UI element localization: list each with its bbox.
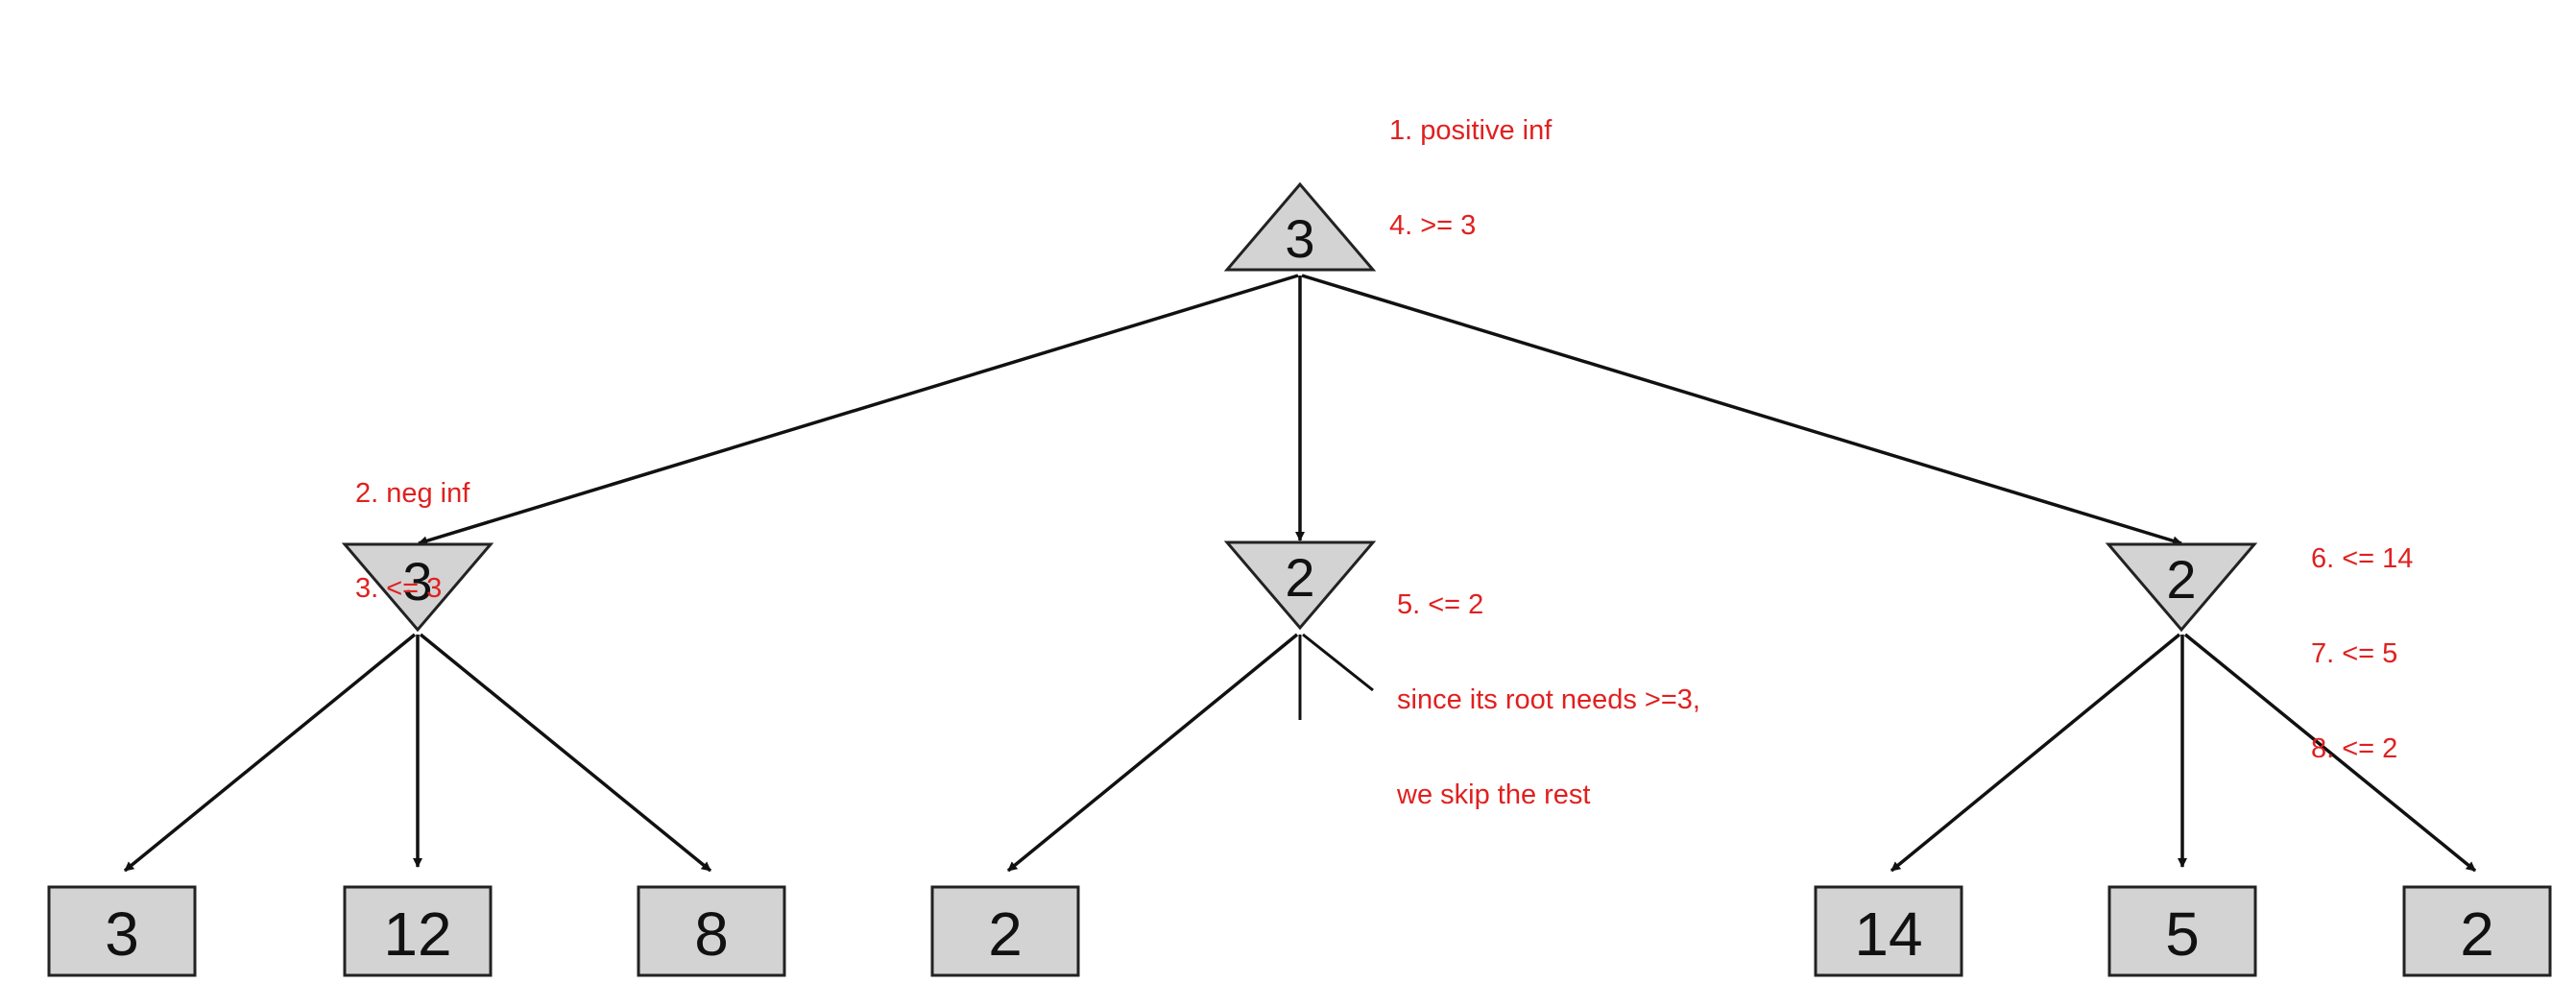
leaf-node: 2 — [2402, 885, 2552, 977]
annotation-line: 8. <= 2 — [2311, 733, 2398, 764]
edge-min-left-to-leaf-3 — [419, 633, 712, 873]
leaf-value: 14 — [1854, 899, 1922, 969]
leaf-box — [2107, 885, 2257, 977]
min-node-left: 3 — [341, 542, 494, 633]
leaf-node: 12 — [343, 885, 493, 977]
leaf-box — [1814, 885, 1963, 977]
min-node-value: 3 — [402, 551, 432, 611]
root-value: 3 — [1285, 208, 1314, 269]
annotation-line: 3. <= 3 — [355, 573, 443, 604]
annotation-line: 2. neg inf — [355, 478, 470, 509]
annotation-root: 1. positive inf 4. >= 3 — [1389, 52, 1552, 274]
leaf-node: 2 — [930, 885, 1080, 977]
min-node-value: 2 — [2166, 549, 2196, 610]
leaf-box — [343, 885, 493, 977]
root-max-node: 3 — [1223, 181, 1377, 272]
annotation-middle: 5. <= 2 since its root needs >=3, we ski… — [1397, 526, 1700, 843]
annotation-line: since its root needs >=3, — [1397, 684, 1700, 715]
annotation-right: 6. <= 14 7. <= 5 8. <= 2 — [2311, 480, 2413, 797]
edges — [123, 274, 2477, 873]
edge-min-middle-to-leaf-4 — [1006, 633, 1299, 873]
annotation-line: 6. <= 14 — [2311, 543, 2414, 574]
leaf-value: 3 — [105, 899, 139, 969]
leaf-node: 8 — [637, 885, 786, 977]
min-triangle-icon — [341, 542, 494, 633]
leaf-value: 2 — [2460, 899, 2494, 969]
edge-min-left-to-leaf-1 — [123, 633, 417, 873]
edge-root-to-min-right — [1301, 274, 2182, 546]
leaf-nodes: 3 12 8 2 14 5 2 — [47, 885, 2552, 977]
annotation-line: we skip the rest — [1397, 779, 1591, 810]
annotation-line: 7. <= 5 — [2311, 638, 2398, 669]
edge-min-right-to-leaf-5 — [1890, 633, 2181, 873]
leaf-value: 5 — [2165, 899, 2200, 969]
leaf-node: 3 — [47, 885, 197, 977]
min-node-middle: 2 — [1223, 540, 1377, 631]
leaf-node: 5 — [2107, 885, 2257, 977]
leaf-value: 12 — [383, 899, 451, 969]
edge-min-right-to-leaf-7 — [2183, 633, 2477, 873]
min-node-value: 2 — [1285, 547, 1314, 608]
pruned-branch-stub-right — [1302, 633, 1374, 692]
annotation-line: 1. positive inf — [1389, 115, 1553, 146]
edge-root-to-min-left — [418, 274, 1299, 546]
annotation-line: 5. <= 2 — [1397, 589, 1484, 620]
leaf-value: 2 — [988, 899, 1023, 969]
leaf-box — [2402, 885, 2552, 977]
min-triangle-icon — [1223, 540, 1377, 631]
min-node-right: 2 — [2105, 542, 2258, 633]
leaf-value: 8 — [694, 899, 729, 969]
max-triangle-icon — [1223, 181, 1377, 272]
leaf-box — [637, 885, 786, 977]
min-triangle-icon — [2105, 542, 2258, 633]
annotation-line: 4. >= 3 — [1389, 210, 1477, 241]
leaf-box — [930, 885, 1080, 977]
leaf-node: 14 — [1814, 885, 1963, 977]
annotation-left: 2. neg inf 3. <= 3 — [355, 415, 469, 636]
leaf-box — [47, 885, 197, 977]
